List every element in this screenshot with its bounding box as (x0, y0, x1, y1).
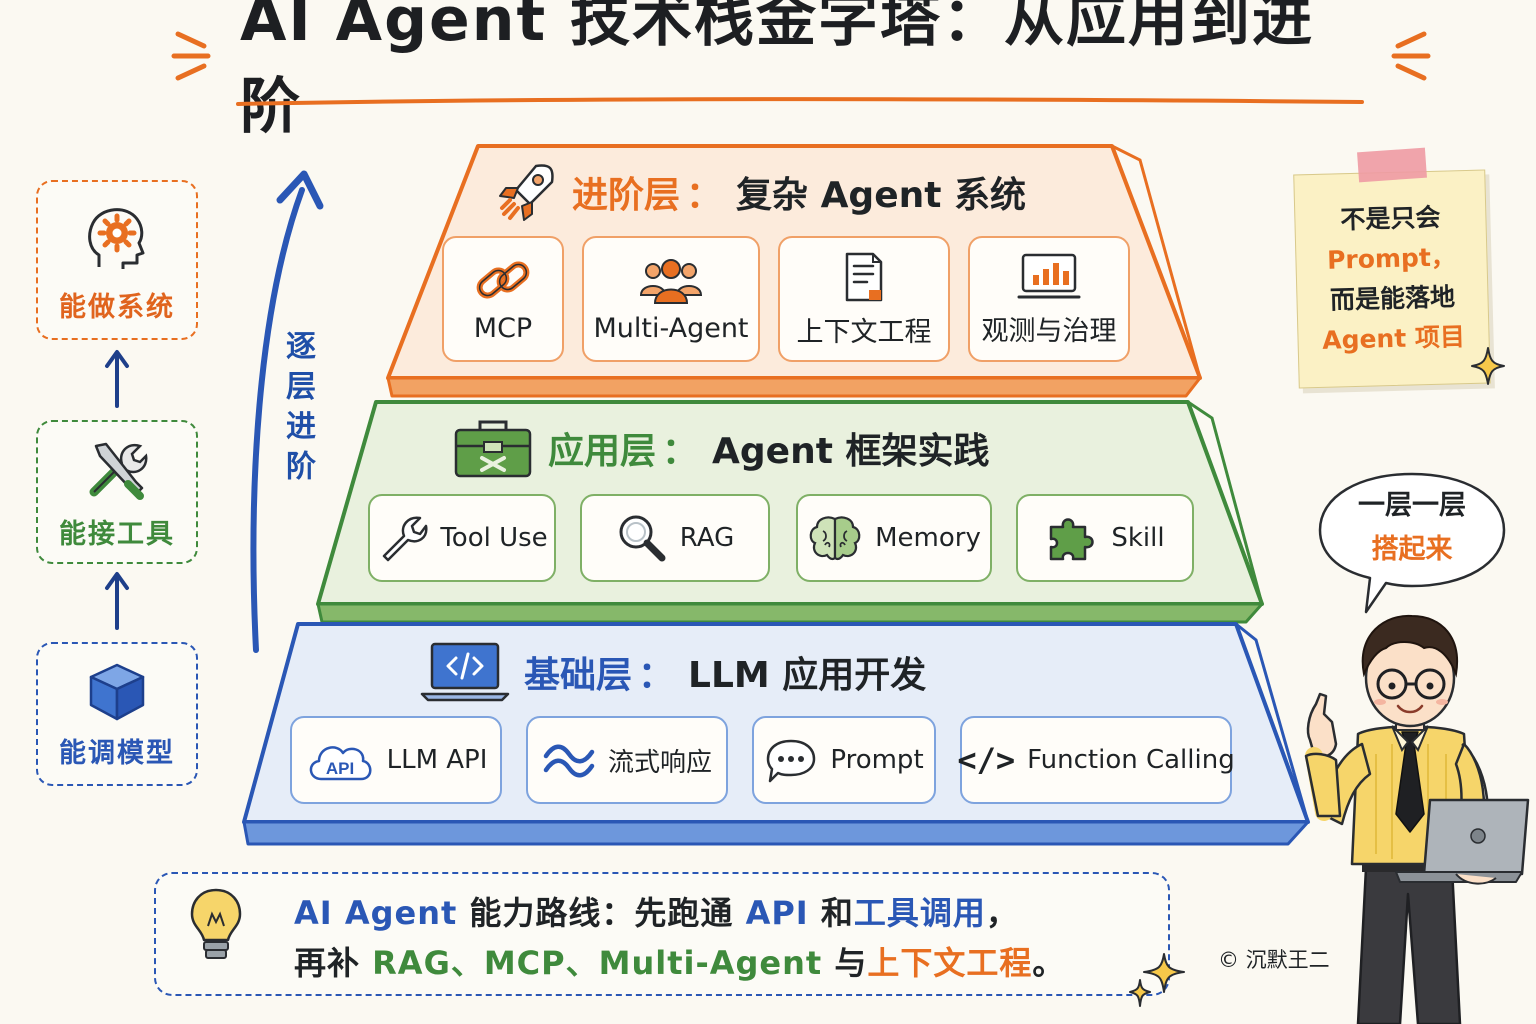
sparkle-banner-icon (1129, 953, 1185, 1007)
card-llm-api: API LLM API (290, 716, 502, 804)
card-function-calling: </> Function Calling (957, 716, 1235, 804)
chat-bubble-icon (767, 739, 816, 783)
banner-line-2: 再补 RAG、MCP、Multi-Agent 与上下文工程。 (294, 938, 1065, 984)
advanced-layer-desc: 复杂 Agent 系统 (736, 175, 1026, 216)
flow-label-model: 能调模型 (59, 737, 175, 769)
card-streaming: 流式响应 (526, 716, 728, 804)
card-streaming-label: 流式响应 (607, 747, 712, 778)
speech-bubble (1318, 472, 1506, 614)
toolbox-icon (454, 420, 532, 478)
bubble-line-2: 搭起来 (1371, 534, 1453, 565)
application-layer-desc: Agent 框架实践 (712, 431, 990, 472)
flow-arrow-up-2 (105, 572, 129, 630)
banner-line-2-e: 。 (1032, 944, 1066, 982)
lightbulb-icon (190, 888, 242, 959)
flow-label-tools: 能接工具 (59, 518, 175, 550)
card-observability-label: 观测与治理 (981, 315, 1117, 347)
progress-arrow (250, 170, 324, 653)
advanced-layer-name: 进阶层 (572, 175, 681, 216)
foundation-layer-name: 基础层 (524, 655, 633, 696)
banner-line-1-c: API (745, 894, 809, 932)
foundation-layer-colon: ： (638, 655, 675, 696)
head-gear-icon (88, 207, 145, 269)
brain-icon (809, 516, 861, 561)
banner-line-2-b: RAG、MCP、Multi-Agent (372, 944, 823, 982)
card-memory: Memory (796, 494, 992, 582)
card-multi-agent-label: Multi-Agent (593, 312, 749, 344)
banner-line-1-b: 能力路线：先跑通 (457, 894, 746, 932)
card-mcp-label: MCP (473, 312, 533, 344)
magnifier-icon (619, 515, 666, 562)
banner-line-2-d: 上下文工程 (867, 944, 1033, 982)
flow-step-model: 能调模型 (36, 642, 198, 786)
cloud-api-icon: API (309, 746, 372, 781)
advanced-layer-colon: ： (686, 175, 723, 216)
document-icon (845, 252, 883, 301)
card-function-calling-label: Function Calling (1027, 745, 1235, 775)
note-line-2: Prompt， (1326, 242, 1457, 275)
speech-bubble-text: 一层一层 搭起来 (1322, 484, 1502, 572)
puzzle-icon (1050, 518, 1095, 561)
wave-icon (543, 744, 595, 778)
banner-line-1: AI Agent 能力路线：先跑通 API 和工具调用， (294, 888, 1019, 934)
card-memory-label: Memory (875, 523, 981, 553)
banner-line-2-c: 与 (822, 944, 868, 982)
card-context-engineering-label: 上下文工程 (796, 316, 932, 348)
note-line-4: Agent 项目 (1321, 322, 1466, 355)
card-mcp: MCP (442, 236, 564, 362)
title-spark-left-icon (171, 31, 211, 81)
card-skill: Skill (1016, 494, 1194, 582)
note-tape (1357, 147, 1427, 183)
title-spark-right-icon (1391, 31, 1431, 81)
bubble-line-1: 一层一层 (1358, 490, 1466, 521)
card-llm-api-label: LLM API (386, 745, 488, 775)
roadmap-banner (154, 872, 1170, 996)
rocket-icon (499, 164, 554, 221)
application-layer-title: 应用层 ： Agent 框架实践 (452, 416, 989, 480)
banner-line-1-f: ， (985, 894, 1019, 932)
card-prompt: Prompt (752, 716, 936, 804)
card-multi-agent: Multi-Agent (582, 236, 760, 362)
note-line-1: 不是只会 (1340, 202, 1441, 235)
card-tool-use-label: Tool Use (440, 523, 548, 553)
card-rag-label: RAG (679, 523, 735, 553)
foundation-layer-desc: LLM 应用开发 (688, 655, 927, 696)
card-context-engineering: 上下文工程 (778, 236, 950, 362)
flow-step-tools: 能接工具 (36, 420, 198, 564)
flow-arrow-up-1 (105, 350, 129, 408)
advanced-layer-title: 进阶层 ： 复杂 Agent 系统 (496, 160, 1026, 224)
banner-line-1-a: AI Agent (294, 894, 458, 932)
code-brackets-icon: </> (957, 741, 1016, 779)
monitor-chart-icon (1017, 253, 1081, 298)
wrench-icon (383, 516, 428, 562)
foundation-layer-title: 基础层 ： LLM 应用开发 (420, 640, 926, 704)
cube-icon (89, 663, 145, 720)
card-tool-use: Tool Use (368, 494, 556, 582)
note-line-3: 而是能落地 (1329, 282, 1456, 315)
sparkle-note-icon (1471, 347, 1505, 385)
card-skill-label: Skill (1111, 523, 1165, 553)
banner-line-2-a: 再补 (294, 944, 373, 982)
developer-character (1304, 614, 1530, 1024)
cloud-api-icon-text: API (325, 759, 353, 778)
card-rag: RAG (580, 494, 770, 582)
users-icon (639, 258, 703, 304)
progress-label: 逐层进阶 (280, 330, 315, 490)
sticky-note: 不是只会 Prompt， 而是能落地 Agent 项目 (1293, 169, 1491, 389)
banner-line-1-e: 工具调用 (853, 894, 986, 932)
application-layer-name: 应用层 (548, 431, 657, 472)
link-icon (476, 261, 530, 298)
banner-line-1-d: 和 (808, 894, 854, 932)
card-prompt-label: Prompt (830, 745, 924, 775)
flow-step-system: 能做系统 (36, 180, 198, 340)
title-underline (236, 97, 1364, 106)
laptop-code-icon (420, 642, 510, 702)
card-observability: 观测与治理 (968, 236, 1130, 362)
copyright: © 沉默王二 (1218, 948, 1330, 972)
flow-label-system: 能做系统 (59, 291, 175, 323)
tools-icon (89, 442, 148, 500)
application-layer-colon: ： (662, 431, 699, 472)
